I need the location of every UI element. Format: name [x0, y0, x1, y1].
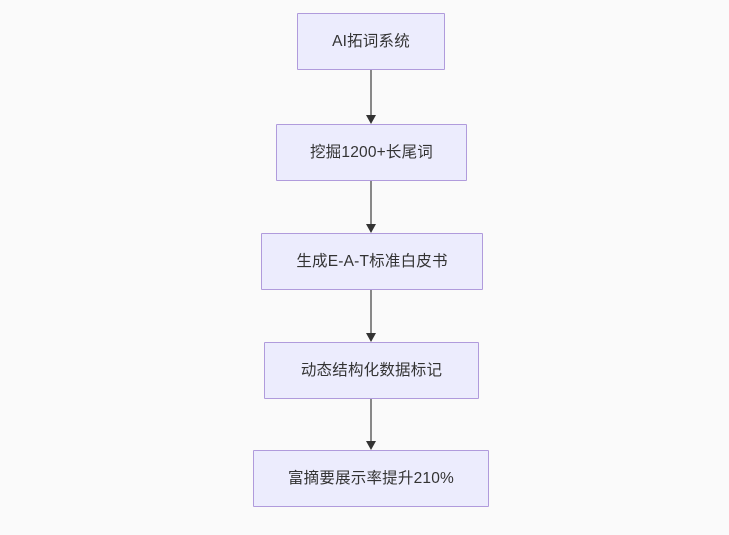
edge-line — [370, 181, 372, 224]
flowchart-node-mine-longtail-keywords[interactable]: 挖掘1200+长尾词 — [276, 124, 467, 181]
flowchart-node-generate-eat-whitepaper[interactable]: 生成E-A-T标准白皮书 — [261, 233, 483, 290]
flowchart-node-ai-keyword-system[interactable]: AI拓词系统 — [297, 13, 445, 70]
edge-line — [370, 290, 372, 333]
node-label: AI拓词系统 — [332, 32, 410, 50]
node-label: 富摘要展示率提升210% — [287, 469, 455, 487]
flowchart-edge-2 — [361, 181, 381, 233]
flowchart-node-dynamic-structured-data-markup[interactable]: 动态结构化数据标记 — [264, 342, 479, 399]
arrow-down-icon — [366, 115, 376, 124]
arrow-down-icon — [366, 333, 376, 342]
flowchart-edge-1 — [361, 70, 381, 124]
flowchart-edge-4 — [361, 399, 381, 450]
arrow-down-icon — [366, 224, 376, 233]
flowchart-edge-3 — [361, 290, 381, 342]
node-label: 动态结构化数据标记 — [300, 361, 443, 379]
node-label: 生成E-A-T标准白皮书 — [296, 252, 448, 270]
arrow-down-icon — [366, 441, 376, 450]
node-label: 挖掘1200+长尾词 — [309, 143, 434, 161]
edge-line — [370, 70, 372, 115]
edge-line — [370, 399, 372, 441]
flowchart-node-rich-snippet-impression-uplift[interactable]: 富摘要展示率提升210% — [253, 450, 489, 507]
